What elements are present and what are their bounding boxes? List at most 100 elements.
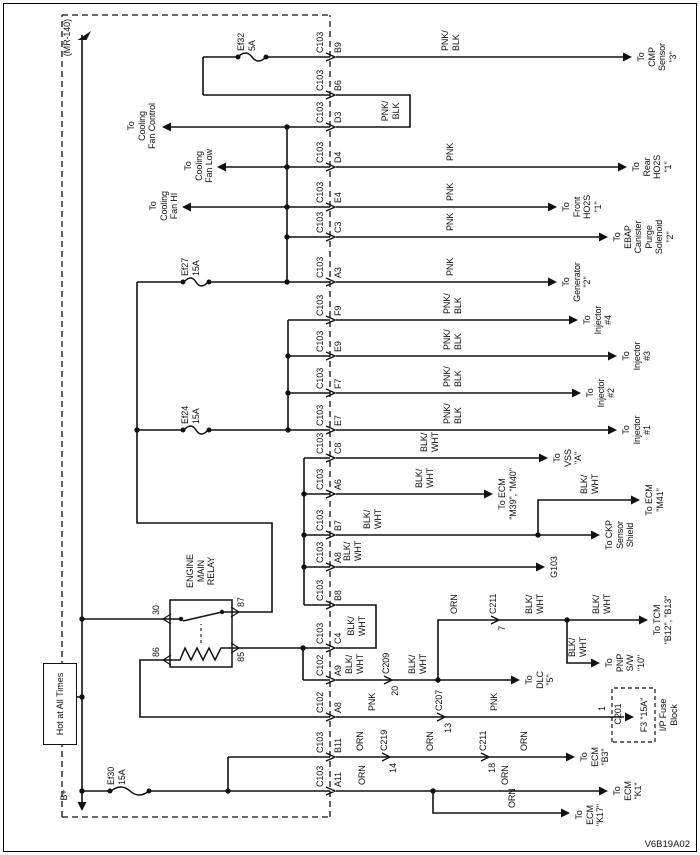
conn-c103-a8-name: C103: [315, 541, 325, 563]
conn-c211-18-name: C211: [478, 730, 488, 751]
wc-pnkblk-e7: PNK/ BLK: [442, 403, 463, 424]
dest-injector-4: To Injector #4: [582, 305, 613, 335]
conn-c103-c8-pin: C8: [333, 442, 343, 454]
dest-vss: To VSS "A": [552, 449, 583, 467]
relay-pin-marks: [161, 606, 241, 666]
conn-c103-a6-pin: A6: [333, 479, 343, 490]
dest-front-ho2s: To Front HO2S "1": [561, 194, 603, 220]
dest-ecm-m39-m40: To ECM "M39", "M40": [497, 468, 518, 520]
conn-c103-c4-pin: C4: [333, 632, 343, 644]
conn-c102-a9-name: C102: [315, 654, 325, 676]
conn-c219-pin: 14: [388, 763, 398, 773]
bplus-label: B+: [59, 789, 69, 801]
conn-c103-c4-name: C103: [315, 622, 325, 644]
ip-fuse-block-label: I/P Fuse Block: [658, 698, 679, 732]
connector-chevrons: [325, 52, 501, 796]
wc-blkwht-m41: BLK/ WHT: [579, 473, 600, 494]
dest-generator: To Generator "2": [561, 262, 592, 302]
hot-at-all-times-box: Hot at All Times: [43, 663, 77, 745]
conn-c103-a11-name: C103: [315, 765, 325, 787]
conn-c211-7-pin: 7: [497, 626, 507, 631]
junction-dots: [79, 54, 570, 794]
conn-c103-e7-pin: E7: [333, 415, 343, 426]
dest-injector-1: To Injector #1: [621, 415, 652, 445]
dest-g103: G103: [549, 556, 559, 578]
wc-orn-b11-3: ORN: [519, 731, 529, 751]
fuse-symbols: [110, 52, 267, 796]
dest-ecm-b3: To ECM "B3": [579, 747, 610, 767]
conn-c103-b7-name: C103: [315, 509, 325, 531]
relay-pin-87: 87: [236, 597, 246, 607]
fuse-ef32-icon: [237, 52, 267, 62]
dest-cooling-fan-control: To Cooling Fan Control: [126, 103, 157, 149]
conn-c103-e7-name: C103: [315, 404, 325, 426]
wc-pnkblk-d3-b6: PNK/ BLK: [380, 100, 401, 122]
conn-c209-pin: 20: [390, 686, 400, 696]
conn-c102-a8-pin: A8: [333, 702, 343, 713]
conn-c103-b11-pin: B11: [333, 737, 343, 753]
conn-c103-a6-name: C103: [315, 468, 325, 490]
dest-ebap-solenoid: To EBAP Canister Purge Solenoid "2": [612, 219, 675, 255]
conn-c103-d4-pin: D4: [333, 151, 343, 163]
wc-orn-k17: ORN: [507, 788, 517, 808]
dest-tcm: To TCM "B12", "B13": [652, 595, 673, 645]
fuse-ef27-label: Ef27 15A: [180, 257, 201, 276]
dest-cmp-sensor: To CMP Sensor "3": [636, 43, 678, 71]
dest-dlc: To DLC "5": [524, 671, 555, 689]
wc-pnkblk-e9: PNK/ BLK: [442, 329, 463, 350]
wc-blkwht-a9-2: BLK/ WHT: [407, 653, 428, 674]
conn-c103-b9-name: C103: [315, 31, 325, 53]
conn-c207-pin: 13: [443, 723, 453, 733]
wc-pnk-c3: PNK: [445, 212, 455, 231]
conn-c103-a3-name: C103: [315, 256, 325, 278]
conn-c211-18-pin: 18: [487, 763, 497, 773]
conn-c219-name: C219: [379, 729, 389, 751]
relay-pin-30: 30: [151, 605, 161, 615]
fuse-ef32-label: Ef32 5A: [236, 32, 257, 51]
wc-blkwht-pnp: BLK/ WHT: [567, 636, 588, 657]
conn-c103-b6-pin: B6: [333, 80, 343, 91]
inline-connector-chevrons: [381, 615, 501, 762]
conn-c103-e9-name: C103: [315, 330, 325, 352]
wc-blkwht-tcm: BLK/ WHT: [591, 593, 612, 614]
dest-injector-2: To Injector #2: [585, 378, 616, 408]
dest-rear-ho2s: To Rear HO2S "1": [631, 154, 673, 180]
conn-c103-f7-pin: F7: [333, 378, 343, 389]
wc-pnkblk-b9: PNK/ BLK: [440, 30, 461, 51]
wc-orn-branch: ORN: [449, 594, 459, 614]
dest-cooling-fan-hi: To Cooling Fan HI: [148, 191, 179, 221]
relay-title: ENGINE MAIN RELAY: [185, 554, 216, 588]
relay-pin-86: 86: [151, 647, 161, 657]
conn-c201-name: C201: [613, 703, 623, 725]
conn-c103-c3-name: C103: [315, 211, 325, 233]
conn-c103-e9-pin: E9: [333, 341, 343, 352]
conn-c103-b8-pin: B8: [333, 590, 343, 601]
dest-cooling-fan-low: To Cooling Fan Low: [183, 149, 214, 183]
conn-c103-e4-pin: E4: [333, 192, 343, 203]
dest-ecm-k17: To ECM "K17": [574, 804, 605, 826]
conn-c103-c8-name: C103: [315, 432, 325, 454]
fuse-ef24-icon: [183, 425, 209, 435]
conn-c103-b9-pin: B9: [333, 42, 343, 53]
fuse-ef24-label: Ef24 15A: [180, 405, 201, 424]
dest-pnp-sw: To PNP S/W "10": [604, 653, 646, 673]
wc-blkwht-branch: BLK/ WHT: [524, 593, 545, 614]
conn-c103-c3-pin: C3: [333, 221, 343, 233]
relay-pin-85: 85: [236, 652, 246, 662]
wc-blkwht-a6: BLK/ WHT: [414, 467, 435, 488]
wc-orn-a11-1: ORN: [357, 765, 367, 785]
conn-c207-name: C207: [434, 689, 444, 711]
conn-c103-f7-name: C103: [315, 367, 325, 389]
arrowheads: [77, 31, 648, 818]
conn-c201-pin: 1: [597, 706, 607, 711]
mr140-tag: (MR-140): [62, 19, 72, 57]
dest-ecm-m41: To ECM "M41": [644, 484, 665, 516]
conn-c103-d4-name: C103: [315, 141, 325, 163]
wc-blkwht-a8-c103: BLK/ WHT: [342, 540, 363, 561]
figure-id: V6B19A02: [644, 839, 690, 850]
dest-injector-3: To Injector #3: [621, 341, 652, 371]
wires: [75, 35, 640, 814]
wc-blkwht-b7: BLK/ WHT: [362, 508, 383, 529]
